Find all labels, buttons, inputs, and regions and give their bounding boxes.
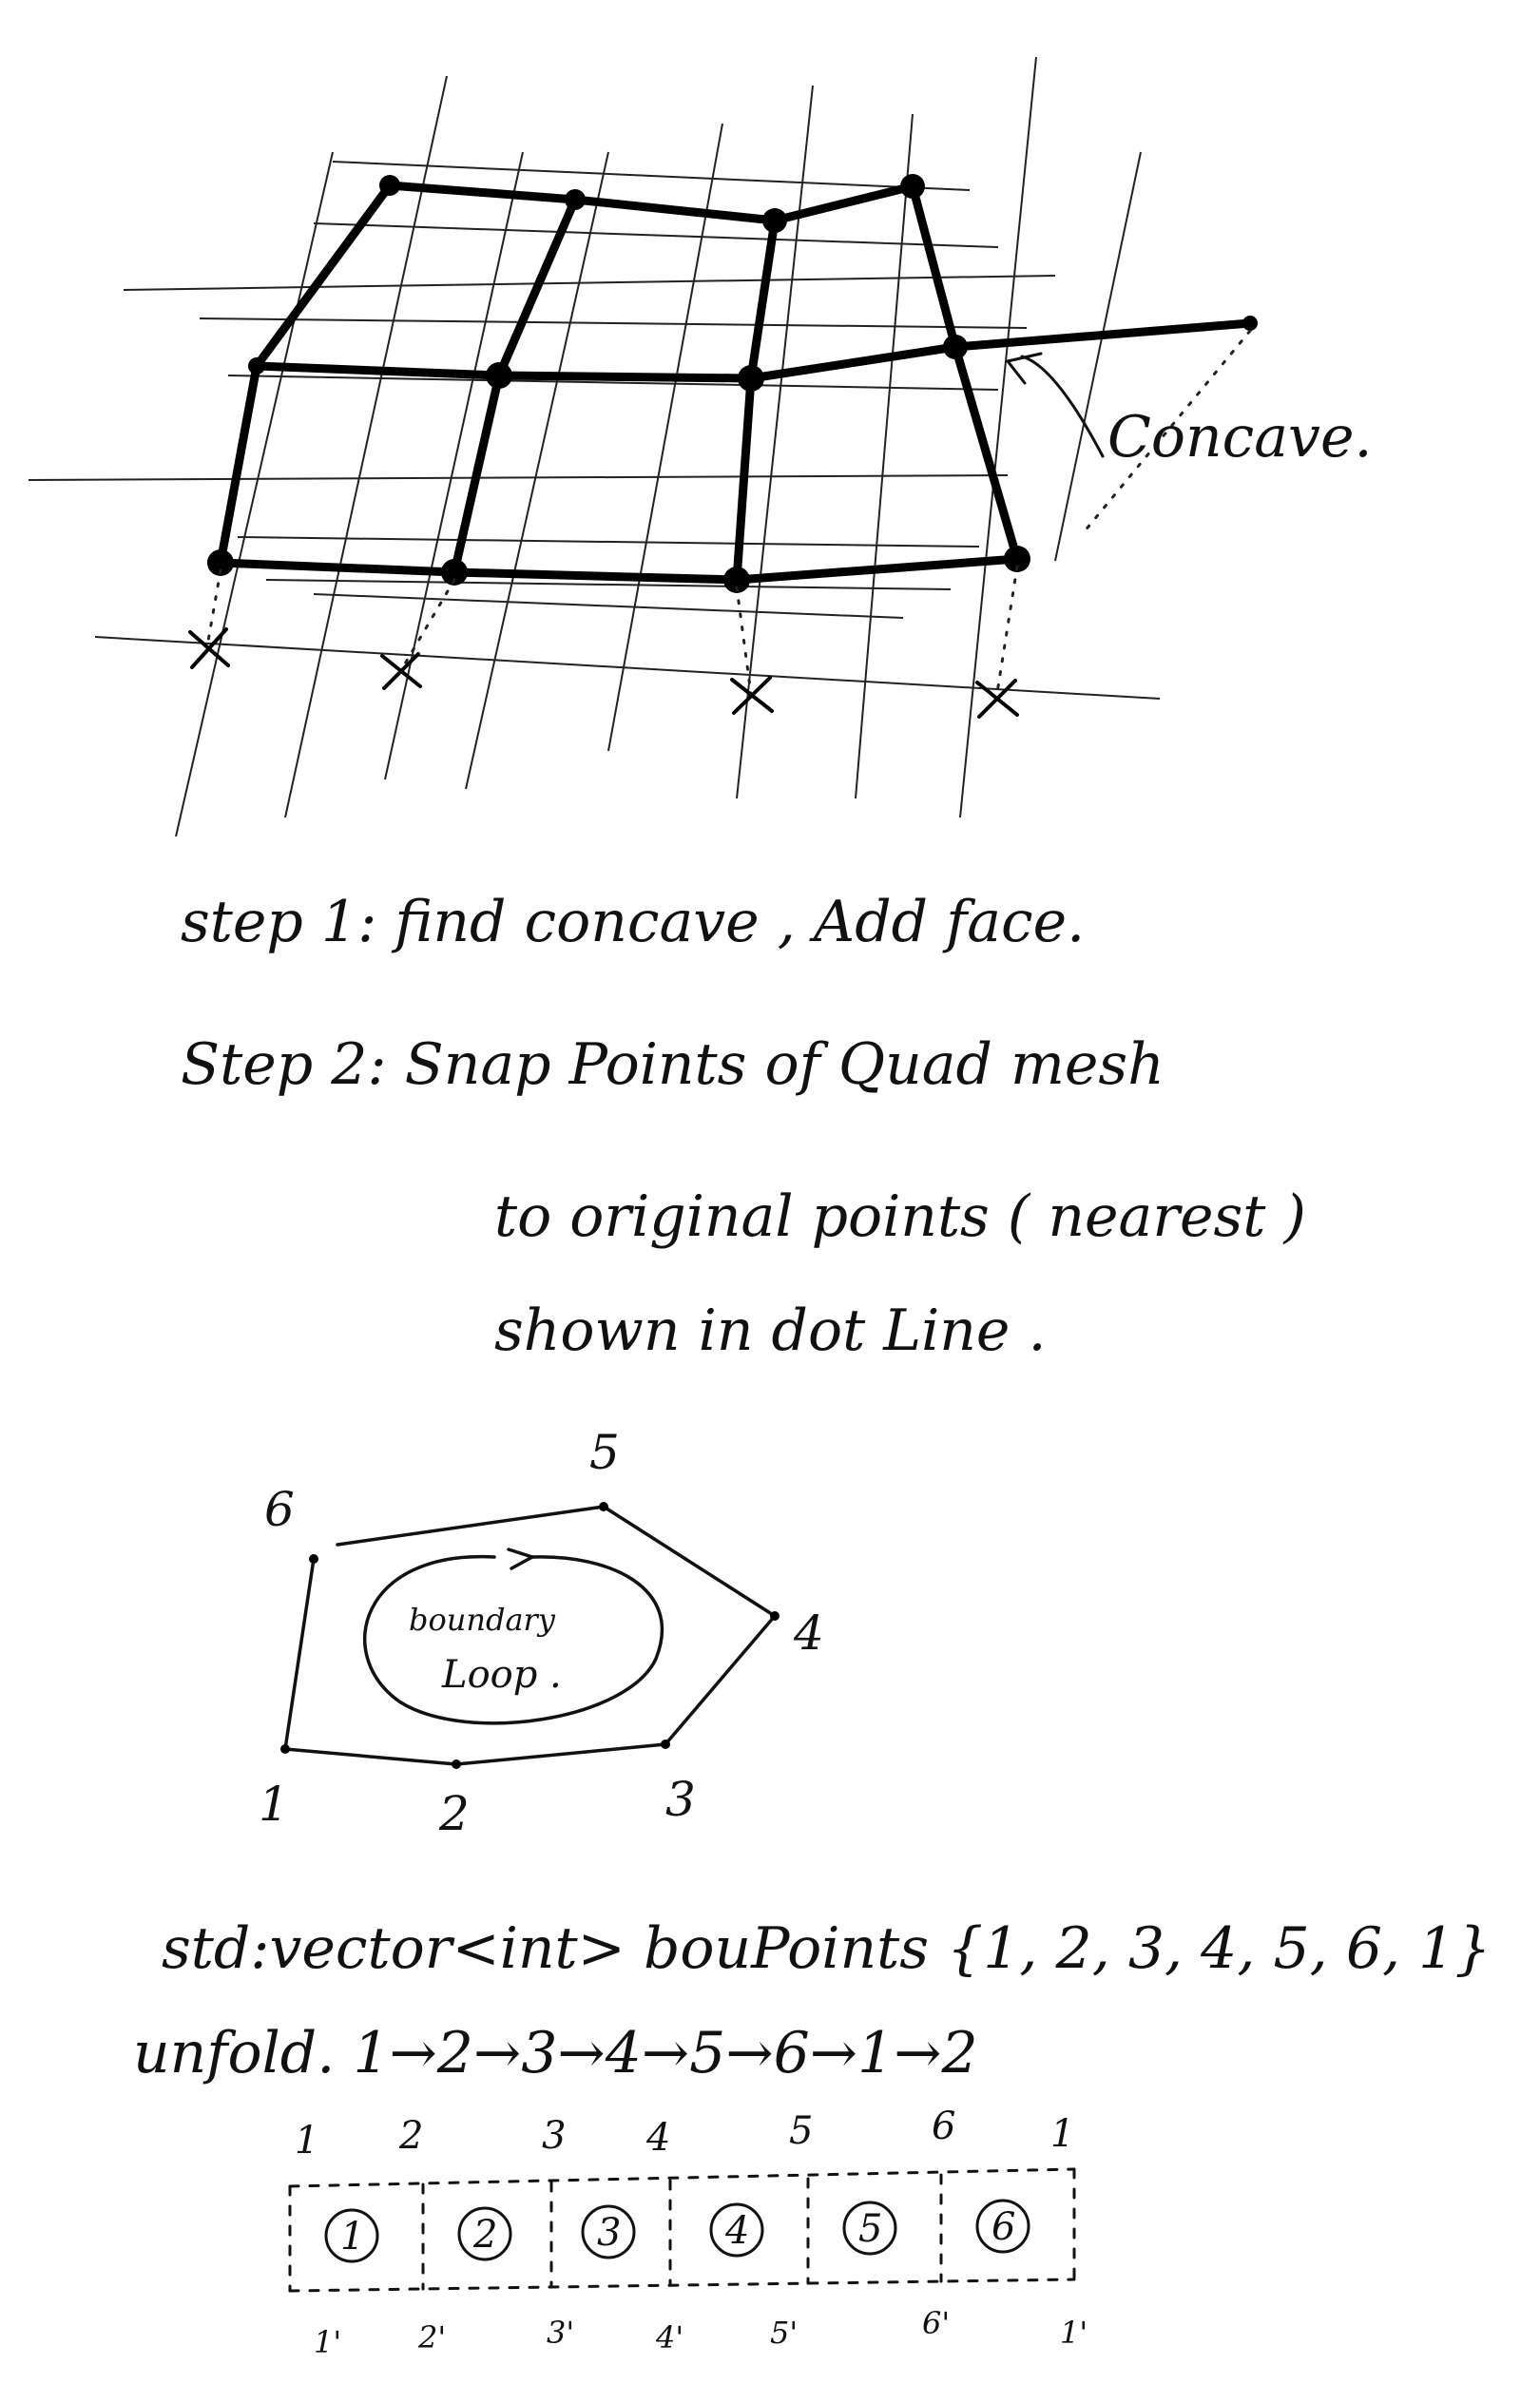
background-grid: [28, 56, 1161, 837]
bottom-label-5: 5': [770, 2315, 798, 2351]
cell-6: 6: [991, 2205, 1015, 2249]
vertex-label-6: 6: [264, 1482, 295, 1537]
vertex-label-4: 4: [793, 1605, 824, 1661]
step2-line2-text: to original points ( nearest ): [494, 1183, 1306, 1250]
top-label-3: 3: [542, 2114, 566, 2158]
bottom-label-6: 6': [922, 2305, 950, 2341]
x-mark: [975, 679, 1019, 719]
cell-2: 2: [472, 2213, 497, 2257]
x-mark: [188, 627, 230, 669]
x-mark: [730, 676, 774, 715]
cell-5: 5: [858, 2207, 882, 2251]
top-label-7: 1: [1050, 2112, 1074, 2156]
mesh-vertices: [207, 174, 1258, 593]
loop-label: Loop .: [441, 1653, 562, 1697]
top-label-4: 4: [645, 2116, 670, 2160]
top-label-2: 2: [398, 2114, 423, 2158]
bottom-label-7: 1': [1060, 2315, 1088, 2351]
top-label-1: 1: [295, 2119, 318, 2163]
bottom-label-3: 3': [547, 2315, 574, 2351]
concave-arrow: [1006, 352, 1105, 458]
vertex-label-5: 5: [589, 1425, 620, 1480]
cell-3: 3: [597, 2211, 621, 2255]
unfold-cells: [324, 2199, 1030, 2263]
top-label-5: 5: [789, 2109, 813, 2153]
boundary-vertices: [280, 1502, 780, 1769]
boundary-label: boundary: [409, 1602, 556, 1638]
original-points: [188, 627, 1019, 719]
concave-label: Concave.: [1107, 404, 1373, 471]
quad-mesh: [216, 181, 1255, 585]
snap-dot-lines: [205, 329, 1252, 701]
vertex-label-1: 1: [259, 1777, 289, 1832]
bottom-label-1: 1': [314, 2324, 341, 2360]
vertex-label-3: 3: [665, 1772, 696, 1827]
unfold-strip: [288, 2167, 1076, 2293]
step2-text: Step 2: Snap Points of Quad mesh: [181, 1031, 1165, 1098]
x-mark: [380, 652, 422, 690]
top-label-6: 6: [932, 2105, 955, 2148]
vector-code-text: std:vector<int> bouPoints {1, 2, 3, 4, 5…: [162, 1915, 1492, 1982]
step2-line3-text: shown in dot Line .: [494, 1298, 1047, 1364]
bottom-label-2: 2': [417, 2319, 446, 2355]
boundary-polygon: [283, 1505, 777, 1766]
vertex-label-2: 2: [438, 1786, 470, 1841]
step1-text: step 1: find concave , Add face.: [181, 889, 1085, 955]
cell-4: 4: [724, 2209, 749, 2253]
unfold-text: unfold. 1→2→3→4→5→6→1→2: [133, 2020, 978, 2086]
cell-1: 1: [340, 2215, 364, 2259]
bottom-label-4: 4': [655, 2319, 683, 2355]
